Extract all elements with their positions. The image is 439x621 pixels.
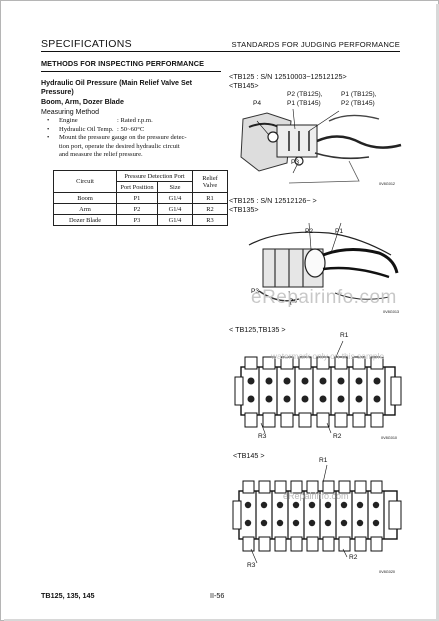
fig4-code: 0V8G020	[379, 570, 396, 574]
fig4-r2-label: R2	[349, 554, 358, 561]
bullet-mount-gauge-cont-2: and measure the relief pressure.	[59, 151, 143, 159]
table-row: Dozer Blade P3 G1/4 R3	[53, 214, 228, 226]
fig3-r1-label: R1	[340, 332, 349, 339]
fig1-hydraulic-photo	[229, 91, 405, 186]
measuring-method-heading: Measuring Method	[41, 109, 99, 116]
th-circuit: Circuit	[53, 170, 117, 193]
watermark-site-2: eRepairinfo.com	[283, 491, 349, 501]
fig3-code: 0V8G010	[381, 436, 398, 440]
fig2-p3-label: P3	[251, 288, 260, 295]
header-subtitle: STANDARDS FOR JUDGING PERFORMANCE	[231, 40, 400, 49]
bullet-mount-gauge: •Mount the pressure gauge on the pressur…	[47, 134, 187, 142]
fig4-control-valve-drawing	[231, 463, 405, 575]
subtitle-line-1: Hydraulic Oil Pressure (Main Relief Valv…	[41, 79, 193, 87]
fig3-model-label: < TB125,TB135 >	[229, 325, 286, 334]
bullet-mount-gauge-cont-1: tion port, operate the desired hydraulic…	[59, 142, 180, 150]
fig1-p1b-label: P1 (TB145)	[287, 100, 321, 107]
fig4-r3-label: R3	[247, 562, 256, 569]
bullet-dot-icon: •	[47, 134, 50, 142]
fig2-p1-label: P1	[335, 228, 344, 235]
subtitle-circuits: Boom, Arm, Dozer Blade	[41, 98, 124, 106]
fig1-model-label-2: <TB145>	[229, 81, 259, 90]
fig1-p1-label: P1 (TB125),	[341, 91, 377, 98]
watermark-site: eRepairinfo.com	[251, 287, 397, 308]
th-port-position: Port Position	[116, 181, 158, 193]
fig1-p2b-label: P2 (TB145)	[341, 100, 375, 107]
footer-page-number: II-56	[210, 591, 225, 600]
fig1-p2-label: P2 (TB125),	[287, 91, 323, 98]
fig2-code: 0V8G013	[383, 310, 400, 314]
page-shadow-right	[436, 4, 439, 621]
subtitle-line-2: Pressure)	[41, 88, 74, 96]
pressure-port-table: Circuit Pressure Detection Port Relief V…	[53, 170, 228, 226]
watermark-note: watermark only on this sample	[271, 351, 385, 361]
section-title: METHODS FOR INSPECTING PERFORMANCE	[41, 59, 205, 68]
header-rule	[41, 51, 400, 52]
fig2-p4-label: P4	[289, 298, 298, 305]
fig2-p2-label: P2	[305, 228, 314, 235]
fig1-model-label: <TB125 : S/N 12510003~12512125>	[229, 72, 347, 81]
fig2-hydraulic-photo	[239, 215, 401, 315]
fig3-control-valve-drawing	[231, 337, 405, 441]
th-pressure-detection-port: Pressure Detection Port	[116, 170, 193, 182]
fig1-p4-label: P4	[253, 100, 262, 107]
header-title: SPECIFICATIONS	[41, 38, 132, 50]
left-column: METHODS FOR INSPECTING PERFORMANCE Hydra…	[41, 57, 221, 160]
fig2-model-label-2: <TB135>	[229, 205, 259, 214]
fig2-model-label: <TB125 : S/N 12512126~ >	[229, 196, 317, 205]
th-size: Size	[157, 181, 193, 193]
table-row: Arm P2 G1/4 R2	[53, 203, 228, 215]
footer-model: TB125, 135, 145	[41, 591, 95, 600]
bullet-engine: •Engine: Rated r.p.m.	[47, 117, 153, 124]
fig3-r3-label: R3	[258, 433, 267, 440]
bullet-dot-icon: •	[47, 125, 50, 133]
bullet-dot-icon: •	[47, 117, 50, 124]
section-rule	[41, 71, 221, 72]
bullet-oil-temp: •Hydraulic Oil Temp.: 50~60°C	[47, 125, 145, 133]
th-relief-valve: Relief Valve	[192, 170, 228, 193]
table-row: Boom P1 G1/4 R1	[53, 192, 228, 204]
page-shadow-bottom	[4, 619, 439, 621]
fig1-p3-label: P3	[291, 159, 300, 166]
fig1-code: 0V8G012	[379, 182, 396, 186]
fig3-r2-label: R2	[333, 433, 342, 440]
fig4-model-label: <TB145 >	[233, 451, 265, 460]
fig4-r1-label: R1	[319, 457, 328, 464]
